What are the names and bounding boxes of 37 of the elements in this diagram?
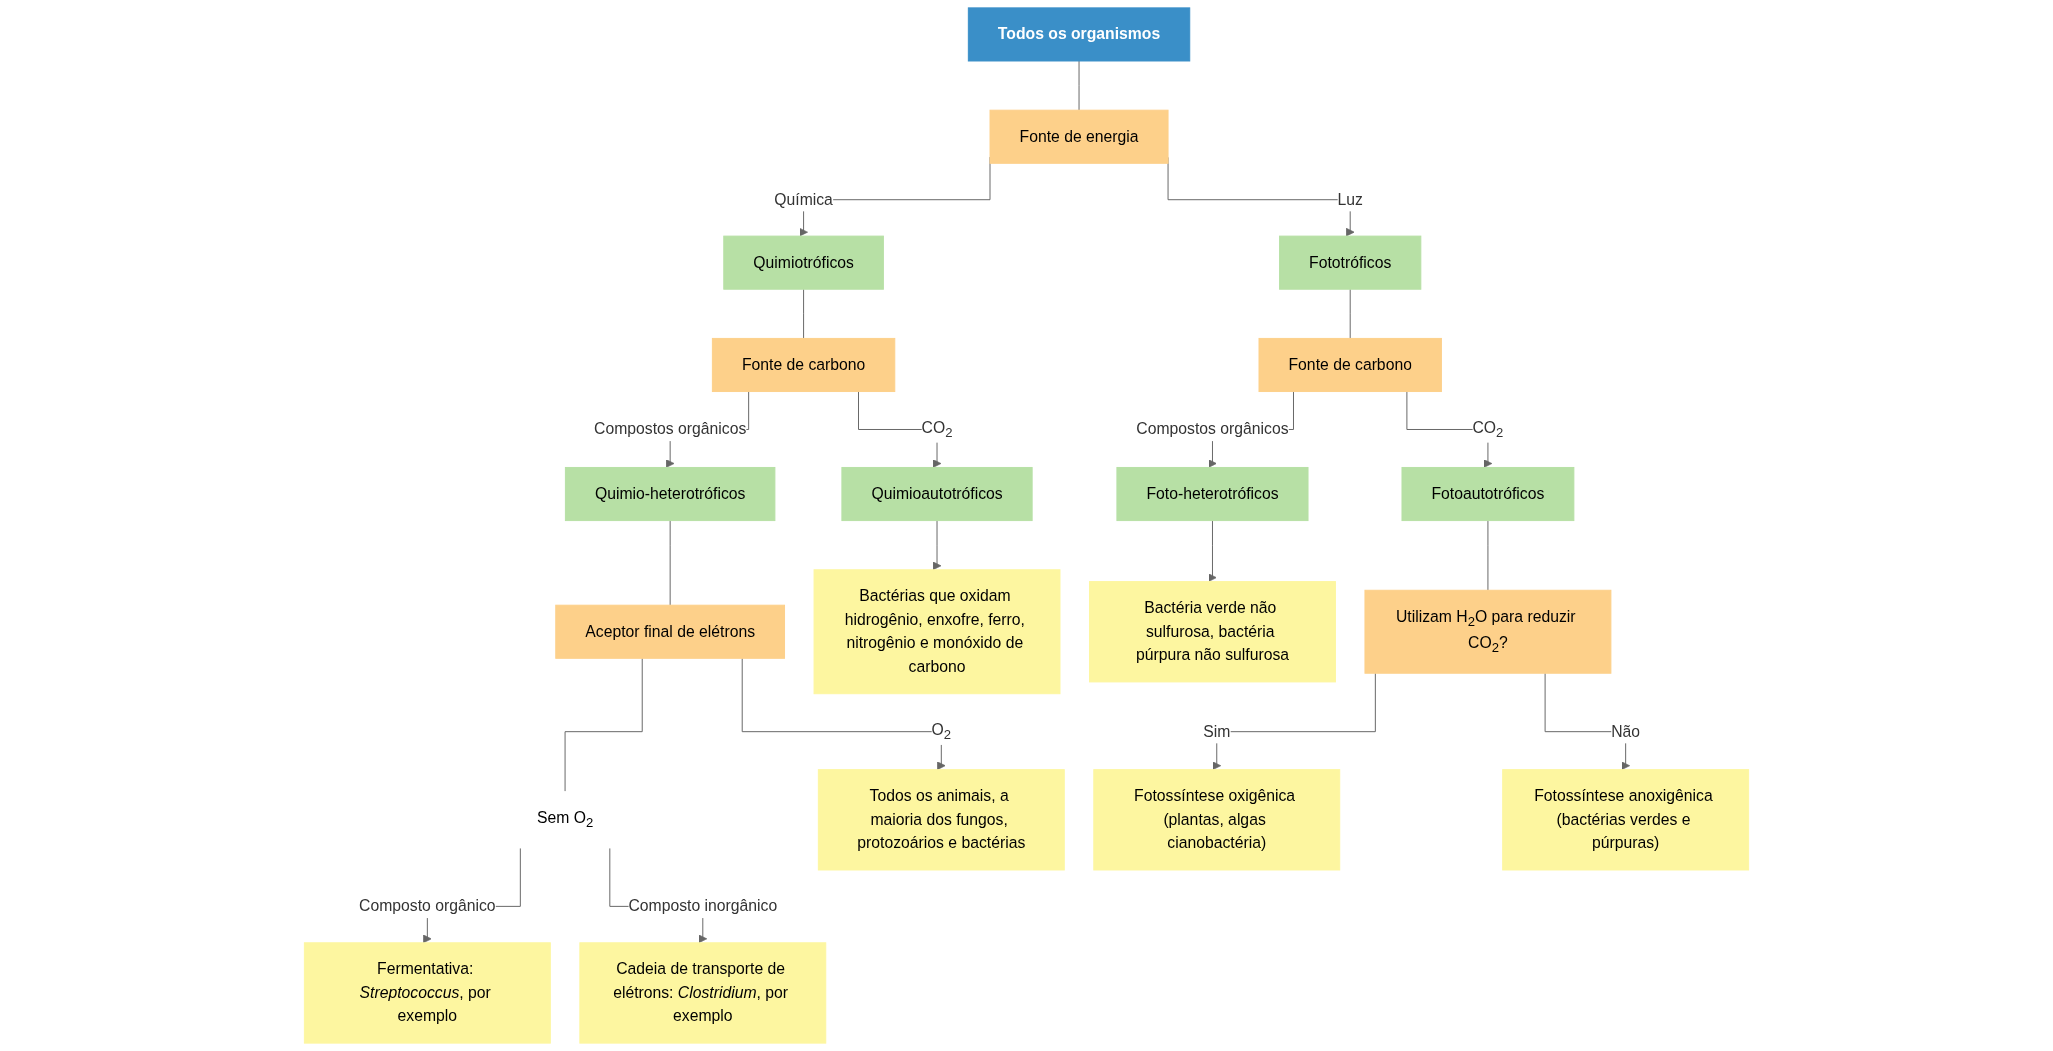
- node-box: Cadeia de transporte de elétrons: Clostridium, por exemplo: [579, 942, 827, 1044]
- edge-label: Não: [1611, 722, 1641, 740]
- connector: [1349, 288, 1351, 339]
- connector: [1078, 60, 1080, 111]
- node-text: Sem O$_{2}$: [536, 809, 594, 831]
- node-box: Aceptor final de elétrons: [555, 604, 785, 659]
- node-box: Bactéria verde não sulfurosa, bactéria púrpura não sulfurosa: [1089, 581, 1336, 683]
- node-box: Fonte de carbono: [711, 337, 896, 393]
- edge-label: Compostos orgânicos: [594, 420, 747, 438]
- node-box: Fonte de carbono: [1258, 337, 1442, 393]
- edge-label: O$_{2}$: [931, 721, 952, 743]
- edge-label: Química: [774, 190, 833, 208]
- node-box: Quimioautotróficos: [841, 466, 1033, 522]
- node-box: Quimio-heterotróficos: [564, 466, 776, 522]
- connector: [564, 657, 643, 793]
- node-box: Utilizam H$_{2}$O para reduzir CO$_{2}$?: [1364, 589, 1612, 674]
- edge-label: Luz: [1337, 190, 1363, 208]
- node-box: Fermentativa: Streptococcus, por exemplo: [303, 942, 551, 1044]
- node-box: Fonte de energia: [989, 109, 1169, 164]
- edge-label: CO$_{2}$: [921, 419, 953, 440]
- node-box: Fotossíntese oxigênica (plantas, algas cianobactéria): [1093, 769, 1341, 871]
- edge-label: CO$_{2}$: [1472, 419, 1504, 440]
- node-box: Fotoautotróficos: [1401, 466, 1575, 522]
- edge-label: Compostos orgânicos: [1136, 420, 1289, 438]
- node-box: Quimiotróficos: [723, 235, 884, 290]
- connector: [803, 288, 805, 339]
- edge-label: Composto inorgânico: [628, 897, 778, 915]
- node-box: Foto-heterotróficos: [1116, 466, 1309, 522]
- node-box: Todos os organismos: [967, 7, 1191, 62]
- node-box: Fotossíntese anoxigênica (bactérias verdes e púrpuras): [1502, 769, 1750, 871]
- connector: [1487, 520, 1489, 591]
- node-box: Bactérias que oxidam hidrogênio, enxofre, ferro, nitrogênio e monóxido de carbono: [813, 569, 1061, 695]
- connector: [669, 520, 671, 606]
- edge-label: Sim: [1203, 722, 1231, 740]
- edge-label: Composto orgânico: [359, 897, 496, 915]
- node-box: Todos os animais, a maioria dos fungos, protozoários e bactérias: [817, 769, 1065, 871]
- node-box: Fototróficos: [1279, 235, 1422, 290]
